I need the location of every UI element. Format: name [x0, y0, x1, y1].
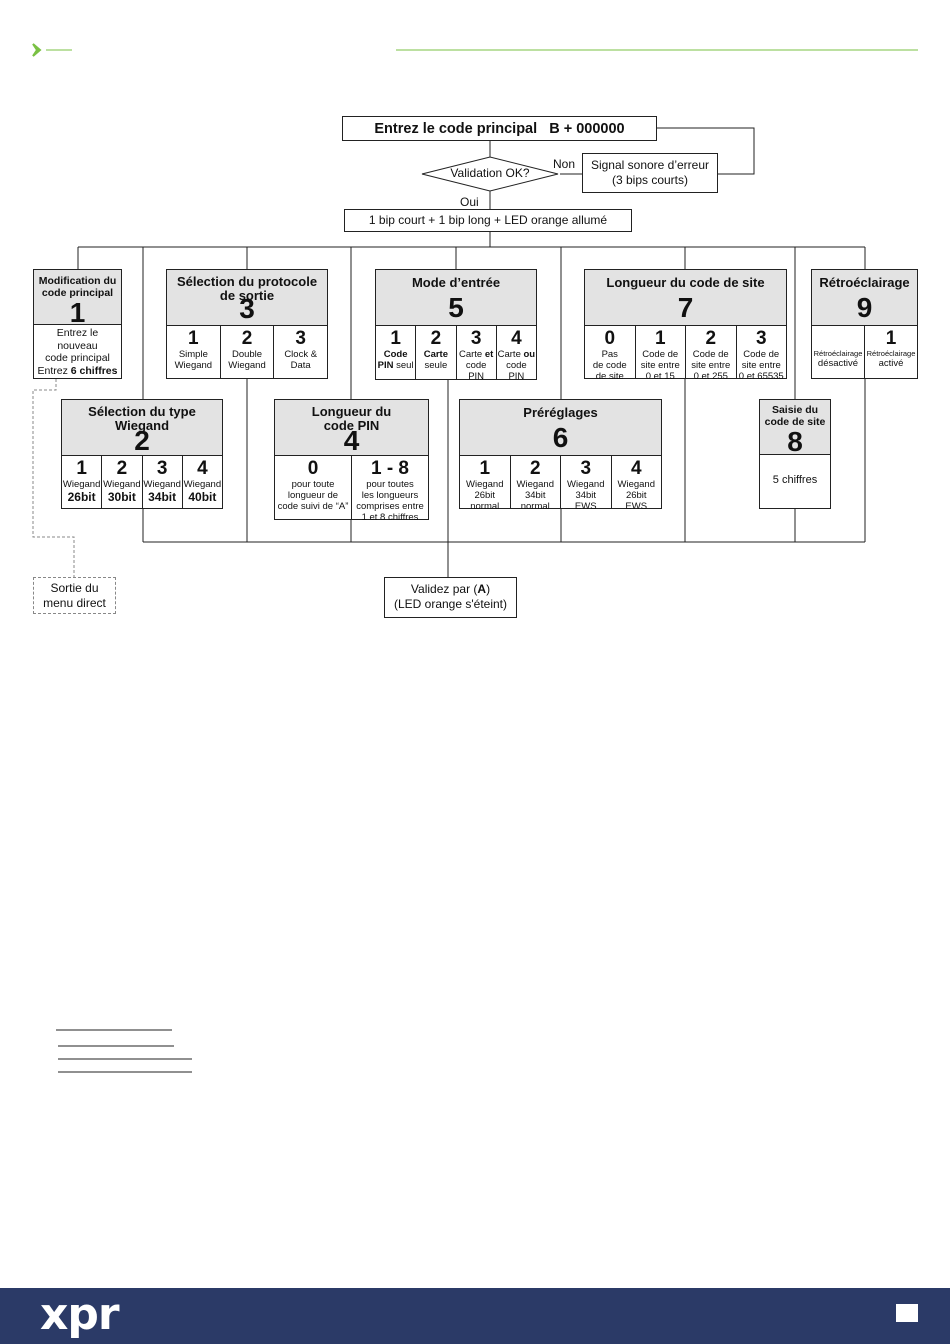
validate-box: Validez par (A) (LED orange s'éteint): [384, 577, 517, 618]
non-label: Non: [553, 157, 576, 171]
underline-rules: [56, 1029, 192, 1073]
main-code-text: Entrez le code principal B + 000000: [374, 121, 625, 137]
beep-box: 1 bip court + 1 bip long + LED orange al…: [344, 209, 632, 232]
error-signal-box: Signal sonore d’erreur (3 bips courts): [582, 153, 718, 193]
menu-1: Modification du code principal 1 Entrez …: [33, 269, 122, 379]
xpr-logo: xpr: [40, 1289, 120, 1340]
chevron-right-icon: [32, 43, 42, 57]
oui-label: Oui: [460, 195, 479, 209]
footer-bar: xpr: [0, 1288, 950, 1344]
page-number-box: [896, 1304, 918, 1322]
validate-line-1: Validez par (A): [410, 582, 491, 596]
exit-menu-box: Sortie du menu direct: [33, 577, 116, 614]
menu-8: Saisie du code de site 8 5 chiffres: [759, 399, 831, 509]
validation-diamond: [421, 156, 559, 192]
header-accent: [32, 43, 918, 57]
validation-label: Validation OK?: [450, 166, 530, 180]
main-code-box: Entrez le code principal B + 000000: [342, 116, 657, 141]
